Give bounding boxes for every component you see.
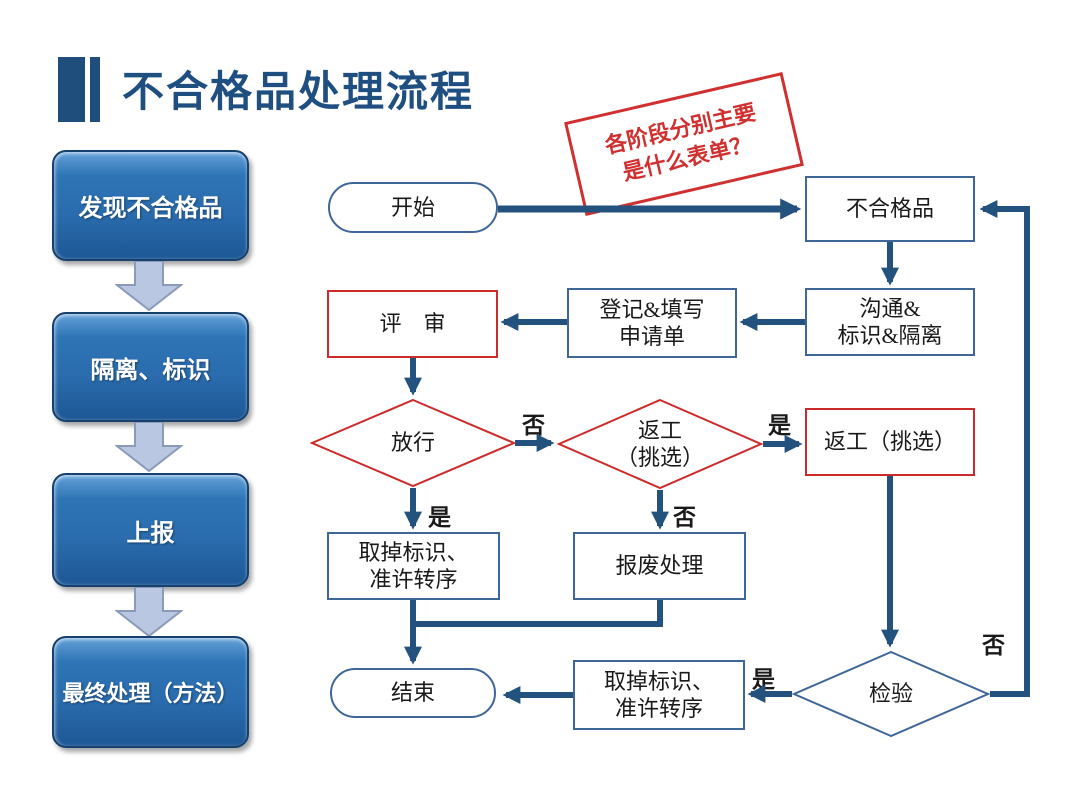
- node-release-label: 放行: [390, 430, 435, 456]
- node-rework-box-label: 返工（挑选）: [823, 429, 956, 455]
- sidebar-step-report: 上报: [52, 473, 249, 587]
- node-rework-decision: 返工 （挑选）: [557, 398, 763, 490]
- title-accent-bar-thin: [90, 57, 100, 122]
- node-start-label: 开始: [390, 194, 435, 220]
- sidebar-step-label: 隔离、标识: [90, 356, 211, 384]
- node-communicate-line1: 沟通&: [859, 295, 921, 321]
- node-register: 登记&填写 申请单: [567, 288, 737, 358]
- node-review: 评 审: [327, 290, 498, 358]
- node-end-label: 结束: [390, 680, 435, 706]
- sidebar-step-label: 最终处理（方法）: [62, 681, 239, 706]
- sidebar-step-label: 上报: [126, 519, 175, 547]
- page-title: 不合格品处理流程: [122, 68, 475, 115]
- down-arrow-icon: [115, 587, 183, 637]
- node-scrap: 报废处理: [573, 532, 746, 600]
- sidebar-step-final: 最终处理（方法）: [52, 636, 249, 748]
- node-communicate: 沟通& 标识&隔离: [805, 288, 975, 356]
- node-register-line1: 登记&填写: [599, 296, 705, 322]
- node-rework-decision-line2: （挑选）: [615, 445, 704, 470]
- node-remove-mark: 取掉标识、 准许转序: [327, 532, 500, 600]
- node-rework-decision-line1: 返工: [637, 417, 682, 443]
- title-accent-bar-thick: [58, 57, 85, 122]
- node-release-decision: 放行: [310, 398, 516, 488]
- diamond-shape: [792, 650, 990, 738]
- diamond-shape: [310, 398, 516, 488]
- label-rework-no: 否: [673, 505, 696, 530]
- sidebar-step-label: 发现不合格品: [78, 195, 223, 222]
- node-communicate-line2: 标识&隔离: [837, 323, 943, 348]
- down-arrow-icon: [115, 261, 183, 311]
- node-inspect-label: 检验: [868, 681, 913, 707]
- node-review-label: 评 审: [379, 311, 446, 337]
- sidebar-step-isolate: 隔离、标识: [52, 312, 249, 422]
- node-remove-mark-2: 取掉标识、 准许转序: [573, 660, 745, 730]
- node-end: 结束: [330, 668, 496, 718]
- label-release-yes: 是: [428, 505, 451, 530]
- diamond-shape: [557, 398, 763, 490]
- node-register-line2: 申请单: [618, 324, 685, 349]
- label-inspect-no: 否: [982, 633, 1005, 658]
- node-start: 开始: [328, 182, 498, 233]
- node-remove-mark-line1: 取掉标识、: [358, 539, 469, 565]
- label-release-no: 否: [522, 413, 545, 438]
- label-rework-yes: 是: [768, 413, 791, 438]
- sidebar-step-discover: 发现不合格品: [52, 150, 249, 261]
- node-remove-mark-line2: 准许转序: [369, 567, 458, 592]
- node-nonconforming: 不合格品: [805, 176, 975, 242]
- down-arrow-icon: [115, 422, 183, 472]
- node-inspect-decision: 检验: [792, 650, 990, 738]
- node-remove-mark-2-line1: 取掉标识、: [603, 668, 714, 694]
- node-nonconforming-label: 不合格品: [845, 196, 934, 222]
- node-scrap-label: 报废处理: [615, 553, 704, 579]
- node-remove-mark-2-line2: 准许转序: [614, 696, 703, 721]
- node-rework-box: 返工（挑选）: [805, 408, 975, 476]
